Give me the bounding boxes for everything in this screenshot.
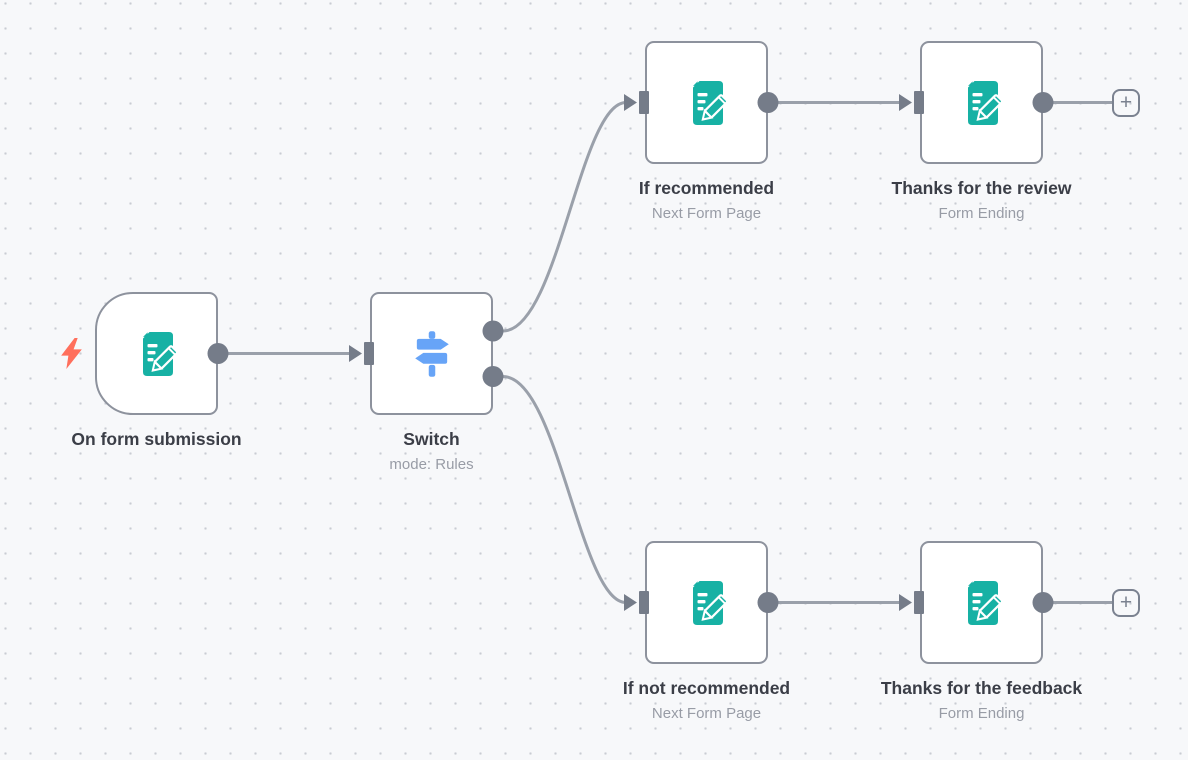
node-subtitle: Form Ending: [938, 705, 1025, 722]
node-thanks-for-the-review: Thanks for the review Form Ending: [892, 41, 1071, 222]
output-port-switch-0[interactable]: [482, 320, 504, 342]
node-title: On form submission: [71, 429, 242, 449]
output-port-if-recommended[interactable]: [757, 92, 779, 113]
plus-icon: +: [1119, 591, 1133, 614]
form-icon: [967, 580, 1003, 625]
form-icon: [967, 80, 1003, 125]
add-node-button-bottom[interactable]: +: [1112, 589, 1140, 617]
node-title: Switch: [403, 429, 460, 449]
node-subtitle: mode: Rules: [389, 456, 474, 473]
node-subtitle: Form Ending: [938, 205, 1025, 222]
node-box-switch[interactable]: [370, 292, 493, 415]
node-box-if-not-recommended[interactable]: [645, 541, 768, 664]
form-icon: [692, 580, 728, 625]
node-box-on-form-submission[interactable]: [95, 292, 218, 415]
node-if-not-recommended: If not recommended Next Form Page: [623, 541, 790, 722]
form-icon: [692, 80, 728, 125]
input-port-if-recommended: [624, 91, 649, 114]
plus-icon: +: [1119, 91, 1133, 114]
node-box-if-recommended[interactable]: [645, 41, 768, 164]
node-switch: Switch mode: Rules: [370, 292, 493, 473]
add-node-button-top[interactable]: +: [1112, 89, 1140, 117]
output-port-switch-1[interactable]: [482, 366, 504, 387]
edge-switch-to-if-not-recommended[interactable]: [502, 375, 627, 604]
input-port-thanks-feedback: [899, 591, 924, 614]
node-title: If not recommended: [622, 678, 791, 698]
node-on-form-submission: On form submission: [61, 292, 242, 449]
trigger-bolt-icon: [61, 338, 82, 369]
edge-switch-to-if-recommended[interactable]: [502, 101, 627, 333]
output-port-if-not-recommended[interactable]: [757, 592, 779, 613]
node-title: Thanks for the review: [891, 178, 1072, 198]
node-if-recommended: If recommended Next Form Page: [639, 41, 774, 222]
node-box-thanks-for-the-review[interactable]: [920, 41, 1043, 164]
form-icon: [142, 331, 178, 376]
input-port-thanks-review: [899, 91, 924, 114]
node-subtitle: Next Form Page: [651, 205, 762, 222]
node-thanks-for-the-feedback: Thanks for the feedback Form Ending: [881, 541, 1082, 722]
input-port-switch: [349, 342, 374, 365]
input-port-if-not-recommended: [624, 591, 649, 614]
output-port-thanks-feedback[interactable]: [1032, 592, 1054, 613]
node-title: Thanks for the feedback: [880, 678, 1083, 698]
switch-icon: [414, 330, 449, 377]
output-port-thanks-review[interactable]: [1032, 92, 1054, 113]
node-title: If recommended: [638, 178, 775, 198]
node-subtitle: Next Form Page: [651, 705, 762, 722]
output-port-on-form-submission[interactable]: [207, 343, 229, 364]
